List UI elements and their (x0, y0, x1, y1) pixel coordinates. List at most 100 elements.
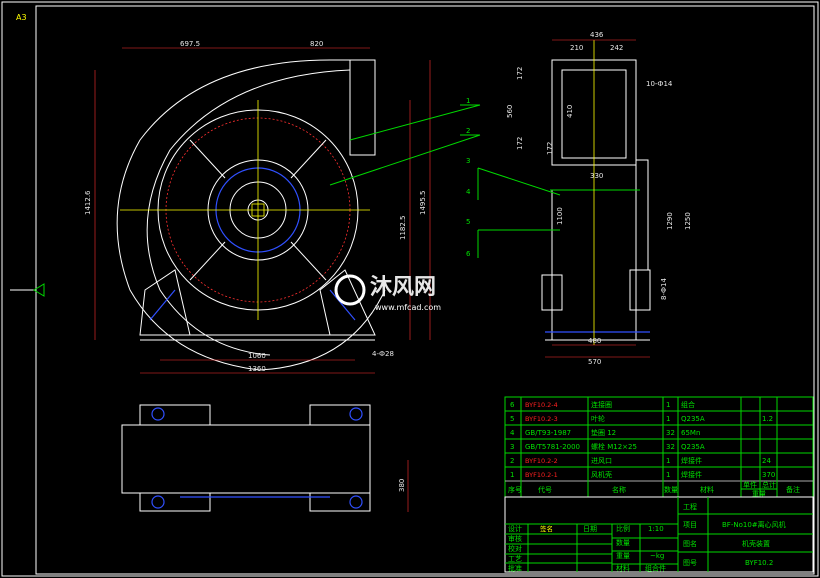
header-total: 总计 (762, 480, 776, 489)
callout-label: 2 (466, 127, 470, 135)
dim-text: 1360 (248, 365, 266, 373)
drawing-name-value: 机壳装置 (742, 539, 770, 548)
parts-cell-qty: 32 (666, 443, 675, 451)
side-view: 436 210 242 172 560 410 172 172 10-Ф14 3… (506, 31, 692, 366)
qty-label: 数量 (616, 538, 630, 547)
parts-cell-code: BYF10.2-3 (525, 415, 558, 423)
parts-cell-code: GB/T5781-2000 (525, 443, 580, 451)
dim-text: 4-Ф28 (372, 350, 394, 358)
weight-label: 重量 (616, 552, 630, 560)
parts-cell-material: Q235A (681, 415, 705, 423)
dim-text: 560 (506, 105, 514, 118)
parts-cell-material: 焊接件 (681, 470, 702, 479)
parts-cell-no: 2 (510, 457, 514, 465)
header-name: 名称 (612, 485, 626, 494)
parts-cell-name: 进风口 (591, 457, 612, 465)
dim-text: 172 (516, 67, 524, 80)
watermark: 沐风网 www.mfcad.com (334, 274, 441, 312)
parts-cell-no: 1 (510, 471, 514, 479)
item-label: 项目 (683, 521, 697, 529)
dim-text: 1182.5 (399, 216, 407, 241)
process-label: 工艺 (508, 555, 522, 563)
callout-label: 6 (466, 250, 471, 258)
weight-value: ~kg (650, 552, 664, 560)
parts-cell-qty: 1 (666, 415, 670, 423)
parts-cell-weight: 24 (762, 457, 771, 465)
parts-cell-name: 叶轮 (591, 414, 605, 423)
dim-text: 330 (590, 172, 603, 180)
designer-value: 签名 (540, 524, 553, 533)
parts-cell-qty: 32 (666, 429, 675, 437)
parts-cell-qty: 1 (666, 401, 670, 409)
dim-text: 820 (310, 40, 323, 48)
dim-text: 210 (570, 44, 583, 52)
parts-cell-no: 6 (510, 401, 515, 409)
scale-value: 1:10 (648, 525, 664, 533)
approve-label: 批准 (508, 564, 522, 573)
callout-label: 4 (466, 188, 471, 196)
dim-text: 570 (588, 358, 601, 366)
date-value: 日期 (583, 525, 597, 533)
parts-cell-name: 垫圈 12 (591, 428, 616, 437)
dim-text: 697.5 (180, 40, 200, 48)
drawing-no-label: 图号 (683, 559, 697, 567)
watermark-logo-icon (334, 274, 366, 306)
parts-cell-weight: 1.2 (762, 415, 773, 423)
proof-label: 校对 (508, 544, 522, 553)
parts-cell-code: BYF10.2-1 (525, 471, 558, 479)
check-label: 审核 (508, 534, 522, 543)
parts-cell-qty: 1 (666, 471, 670, 479)
title-block (504, 496, 814, 573)
parts-cell-code: GB/T93-1987 (525, 429, 571, 437)
design-label: 设计 (508, 524, 522, 533)
parts-cell-material: Q235A (681, 443, 705, 451)
dim-text: 436 (590, 31, 604, 39)
callout-label: 3 (466, 157, 470, 165)
dim-text: 8-Ф14 (660, 278, 668, 300)
dim-text: 172 (546, 142, 554, 155)
parts-cell-name: 风机壳 (591, 470, 612, 479)
dim-text: 480 (588, 337, 601, 345)
dim-text: 1412.6 (84, 190, 92, 215)
front-view: 697.5 820 1412.6 1495.5 1182.5 1060 1360… (84, 40, 431, 374)
item-value: BF-No10#离心风机 (722, 520, 786, 529)
dim-text: 1290 (666, 212, 674, 230)
header-code: 代号 (538, 485, 552, 494)
parts-cell-no: 5 (510, 415, 514, 423)
watermark-url: www.mfcad.com (375, 303, 441, 312)
header-qty: 数量 (664, 485, 678, 494)
parts-cell-code: BYF10.2-4 (525, 401, 558, 409)
dim-text: 1060 (248, 352, 266, 360)
dim-text: 242 (610, 44, 623, 52)
callout-label: 1 (466, 97, 470, 105)
dim-text: 380 (398, 479, 406, 492)
parts-cell-material: 组合 (681, 400, 695, 409)
drawing-name-label: 图名 (683, 539, 697, 548)
drawing-no-value: BYF10.2 (745, 559, 773, 567)
header-material: 材料 (700, 485, 714, 494)
dim-text: 1100 (556, 207, 564, 225)
header-unit: 单件 (743, 480, 757, 489)
parts-cell-no: 3 (510, 443, 514, 451)
parts-cell-weight: 370 (762, 471, 775, 479)
parts-cell-code: BYF10.2-2 (525, 457, 558, 465)
parts-cell-name: 螺栓 M12×25 (591, 442, 637, 451)
parts-cell-material: 65Mn (681, 429, 700, 437)
dim-text: 1250 (684, 212, 692, 230)
sheet-size: A3 (16, 13, 27, 22)
header-remark: 备注 (786, 485, 800, 494)
header-weight: 重量 (752, 490, 766, 498)
scale-label: 比例 (616, 524, 630, 533)
watermark-brand: 沐风网 (370, 275, 436, 300)
center-mark-icon (33, 283, 45, 297)
project-label: 工程 (683, 502, 697, 511)
header-no: 序号 (508, 485, 522, 494)
parts-cell-qty: 1 (666, 457, 670, 465)
plan-view: 380 (121, 404, 409, 512)
dim-text: 410 (566, 105, 574, 118)
material-label: 材料 (616, 564, 630, 573)
callouts: 1 2 3 4 5 6 (329, 97, 561, 258)
dim-text: 172 (516, 137, 524, 150)
